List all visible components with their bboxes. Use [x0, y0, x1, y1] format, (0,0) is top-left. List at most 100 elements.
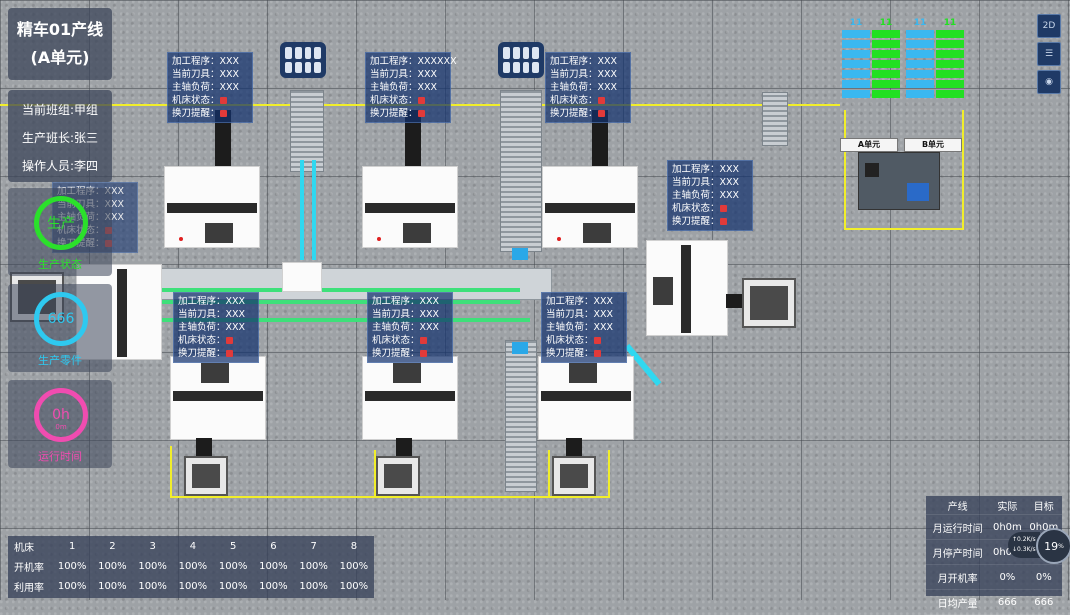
- card-load-value: XXX: [104, 212, 125, 223]
- change-indicator: [220, 110, 227, 117]
- card-load-value: XXX: [419, 322, 440, 333]
- machine-2[interactable]: [362, 166, 458, 248]
- machine-card-6[interactable]: 加工程序：XXX 当前刀具：XXX 主轴负荷：XXX 机床状态： 换刀提醒：: [173, 292, 259, 363]
- change-indicator: [594, 350, 601, 357]
- status-indicator: [226, 337, 233, 344]
- green-track-1: [150, 288, 520, 292]
- stack-2: 11: [872, 18, 900, 110]
- network-speed-widget[interactable]: ↑0.2K/s ↓0.3K/s: [1008, 532, 1040, 558]
- machine-3[interactable]: [542, 166, 638, 248]
- card-program-value: XXXXXX: [417, 56, 457, 67]
- safety-line-storage-b: [844, 228, 964, 230]
- kpi-status-label: 生产状态: [38, 258, 82, 271]
- line-title-panel: 精车01产线 (A单元): [8, 8, 112, 80]
- eye-icon[interactable]: ◉: [1037, 70, 1061, 94]
- view-2d-button[interactable]: 2D: [1037, 14, 1061, 38]
- kpi-parts-produced[interactable]: 666 生产零件: [8, 284, 112, 372]
- status-indicator: [720, 205, 727, 212]
- status-indicator: [420, 337, 427, 344]
- safety-line-right: [608, 450, 610, 498]
- vertical-rail-1: [290, 90, 324, 172]
- unit-a-label: A单元: [840, 138, 898, 152]
- tool-rack-icon-2[interactable]: [498, 42, 544, 78]
- card-tool-value: XXX: [593, 309, 614, 320]
- parts-ring: 666: [34, 292, 88, 346]
- tray-6: [376, 456, 420, 496]
- table-row: 开机率 100%100% 100%100% 100%100% 100%100%: [14, 560, 369, 574]
- machine-arm-3: [592, 110, 608, 170]
- machine-6[interactable]: [362, 356, 458, 440]
- change-indicator: [418, 110, 425, 117]
- card-tool-value: XXX: [219, 69, 240, 80]
- machine-7[interactable]: [538, 356, 634, 440]
- card-program-label: 加工程序: [172, 56, 211, 67]
- machine-card-4[interactable]: 加工程序：XXX 当前刀具：XXX 主轴负荷：XXX 机床状态： 换刀提醒：: [667, 160, 753, 231]
- vertical-rail-2: [500, 90, 542, 252]
- cyan-track-1: [300, 160, 304, 260]
- stack-1: 11: [842, 18, 870, 110]
- card-load-label: 主轴负荷: [172, 82, 211, 93]
- vertical-rail-3: [505, 340, 537, 492]
- line-subtitle: (A单元): [30, 48, 90, 67]
- card-change-label: 换刀提醒: [672, 216, 711, 227]
- status-indicator: [594, 337, 601, 344]
- table-row: 利用率 100%100% 100%100% 100%100% 100%100%: [14, 580, 369, 594]
- shift-info-panel: 当前班组:甲组 生产班长:张三 操作人员:李四: [8, 90, 112, 182]
- card-load-value: XXX: [417, 82, 438, 93]
- tray-right: [742, 278, 796, 328]
- card-load-label: 主轴负荷: [370, 82, 409, 93]
- stack-count-3: 11: [913, 18, 927, 28]
- loader-center[interactable]: [282, 262, 322, 292]
- machine-card-3[interactable]: 加工程序：XXX 当前刀具：XXX 主轴负荷：XXX 机床状态： 换刀提醒：: [545, 52, 631, 123]
- machine-card-1[interactable]: 加工程序：XXX 当前刀具：XXX 主轴负荷：XXX 机床状态： 换刀提醒：: [167, 52, 253, 123]
- card-program-label: 加工程序: [550, 56, 589, 67]
- card-load-label: 主轴负荷: [178, 322, 217, 333]
- change-indicator: [720, 218, 727, 225]
- card-change-label: 换刀提醒: [550, 108, 589, 119]
- change-indicator: [226, 350, 233, 357]
- card-change-label: 换刀提醒: [546, 348, 585, 359]
- tool-rack-icon-1[interactable]: [280, 42, 326, 78]
- card-program-value: XXX: [419, 296, 440, 307]
- kpi-parts-label: 生产零件: [38, 354, 82, 367]
- card-program-label: 加工程序: [546, 296, 585, 307]
- card-load-value: XXX: [719, 190, 740, 201]
- machine-card-7[interactable]: 加工程序：XXX 当前刀具：XXX 主轴负荷：XXX 机床状态： 换刀提醒：: [367, 292, 453, 363]
- card-program-label: 加工程序: [672, 164, 711, 175]
- material-storage[interactable]: 11 11 11 11 A单元 B单元: [840, 18, 964, 152]
- card-tool-label: 当前刀具: [546, 309, 585, 320]
- card-load-label: 主轴负荷: [372, 322, 411, 333]
- card-tool-value: XXX: [417, 69, 438, 80]
- card-status-label: 机床状态: [172, 95, 211, 106]
- menu-icon[interactable]: ☰: [1037, 42, 1061, 66]
- change-indicator: [420, 350, 427, 357]
- card-program-value: XXX: [597, 56, 618, 67]
- card-status-label: 机床状态: [372, 335, 411, 346]
- machine-5[interactable]: [170, 356, 266, 440]
- machine-card-2[interactable]: 加工程序：XXXXXX 当前刀具：XXX 主轴负荷：XXX 机床状态： 换刀提醒…: [365, 52, 457, 123]
- machine-card-8[interactable]: 加工程序：XXX 当前刀具：XXX 主轴负荷：XXX 机床状态： 换刀提醒：: [541, 292, 627, 363]
- machine-4[interactable]: [646, 240, 728, 336]
- card-program-label: 加工程序: [370, 56, 409, 67]
- card-program-value: XXX: [225, 296, 246, 307]
- machine-arm-4: [726, 294, 746, 308]
- card-program-value: XXX: [593, 296, 614, 307]
- tray-7: [552, 456, 596, 496]
- kpi-production-status[interactable]: 生产 生产状态: [8, 188, 112, 276]
- info-operator: 操作人员:李四: [21, 159, 99, 173]
- stats-header-row: 产线 实际 目标: [926, 496, 1062, 515]
- status-indicator: [598, 97, 605, 104]
- card-program-value: XXX: [104, 186, 125, 197]
- card-load-label: 主轴负荷: [550, 82, 589, 93]
- card-tool-label: 当前刀具: [372, 309, 411, 320]
- unit-b-label: B单元: [904, 138, 962, 152]
- card-load-value: XXX: [593, 322, 614, 333]
- machine-1[interactable]: [164, 166, 260, 248]
- cpu-gauge[interactable]: 19%: [1036, 528, 1070, 564]
- card-program-label: 加工程序: [178, 296, 217, 307]
- card-tool-label: 当前刀具: [672, 177, 711, 188]
- card-load-label: 主轴负荷: [672, 190, 711, 201]
